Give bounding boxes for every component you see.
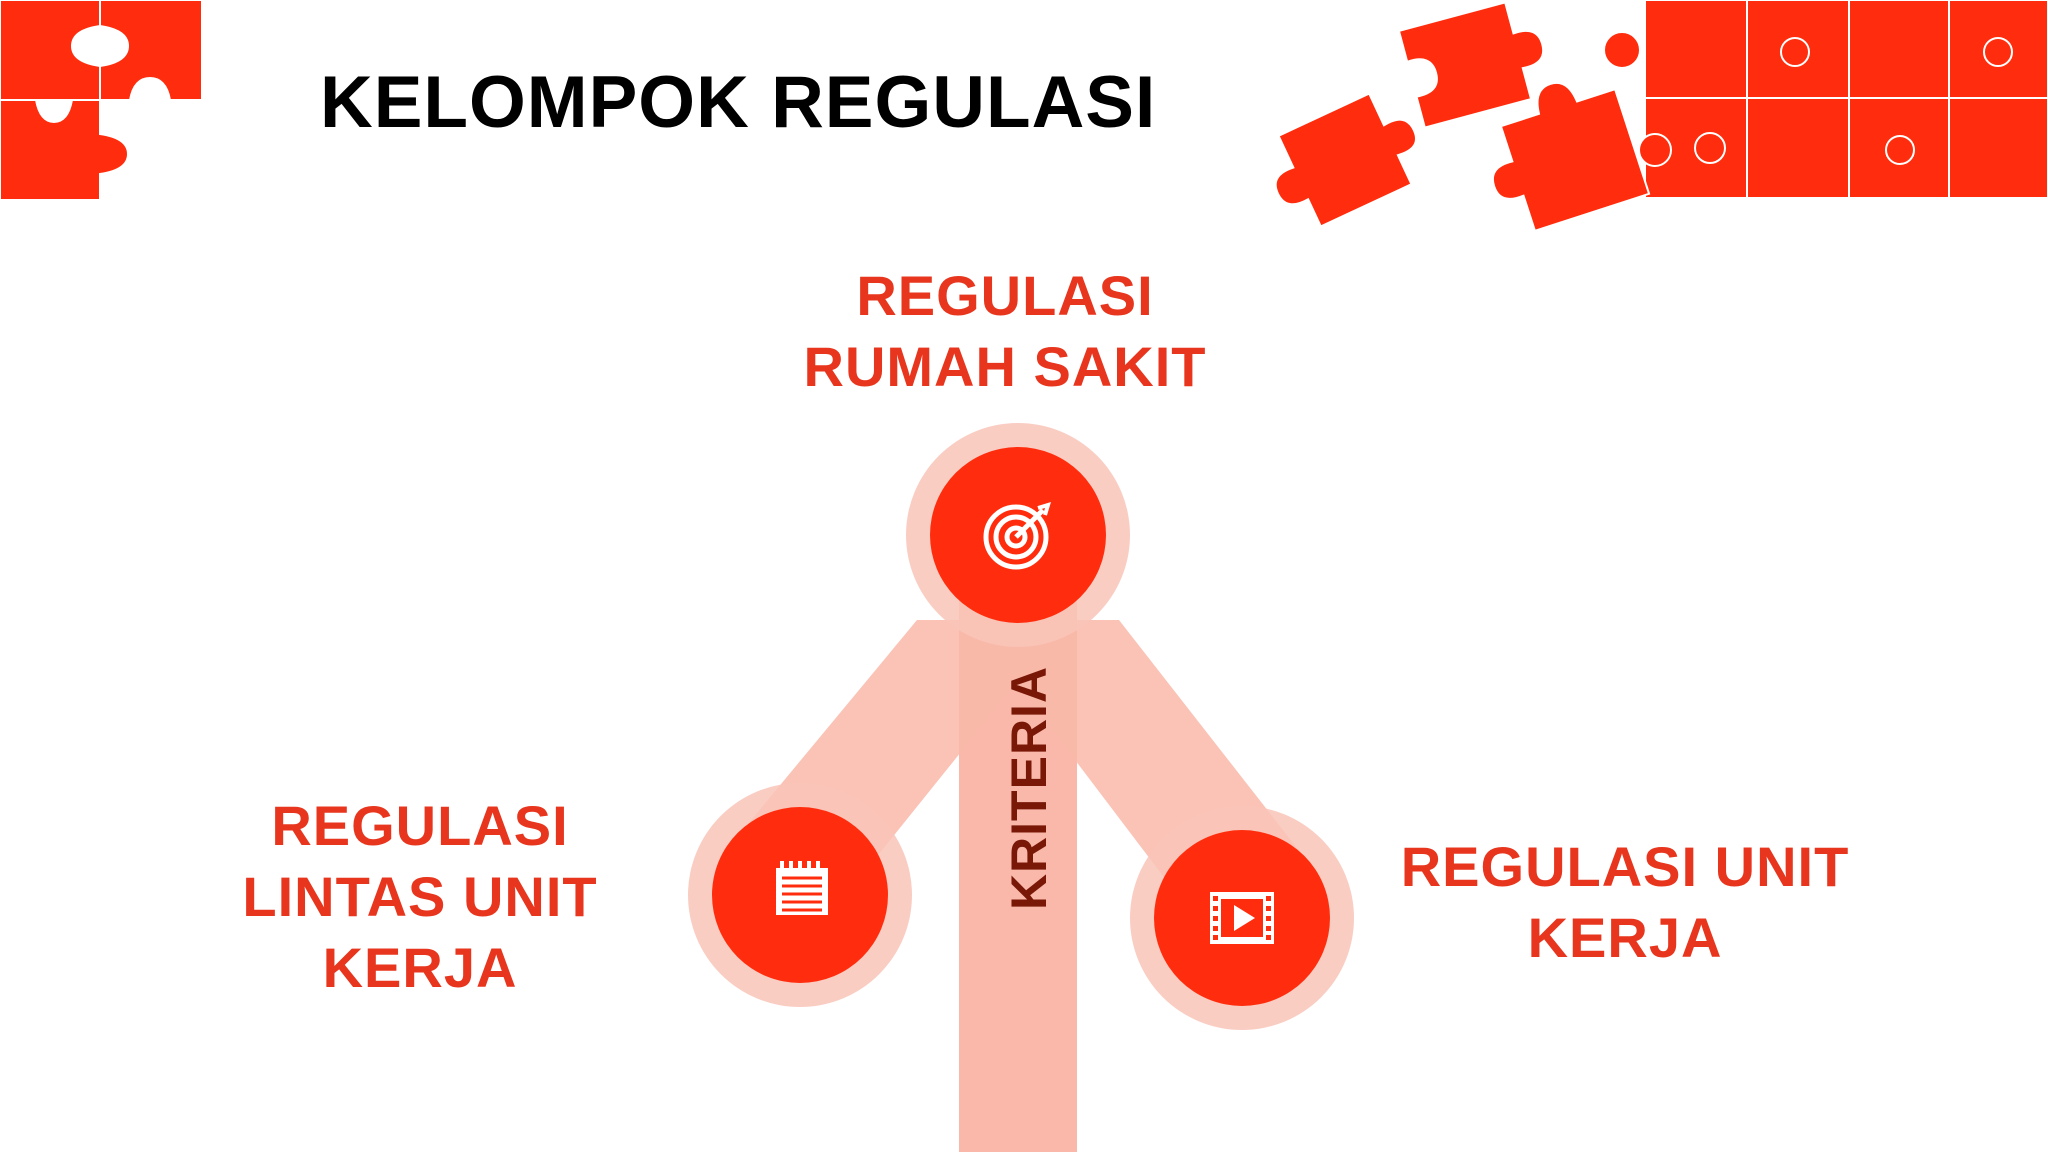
label-line: KERJA xyxy=(1527,906,1723,969)
arrow-label-kriteria: KRITERIA xyxy=(1001,665,1057,911)
label-regulasi-lintas-unit-kerja: REGULASI LINTAS UNIT KERJA xyxy=(180,790,660,1003)
puzzle-piece xyxy=(0,0,101,101)
node-right xyxy=(1130,806,1354,1030)
puzzle-piece xyxy=(1948,97,2048,199)
label-line: RUMAH SAKIT xyxy=(803,335,1207,398)
label-regulasi-rumah-sakit: REGULASI RUMAH SAKIT xyxy=(700,260,1310,402)
puzzle-piece xyxy=(1746,97,1850,199)
puzzle-piece xyxy=(1644,0,1748,99)
puzzle-piece xyxy=(1397,1,1545,129)
target-icon xyxy=(983,502,1051,570)
puzzle-piece xyxy=(1948,0,2048,99)
puzzle-piece xyxy=(1848,0,1950,99)
video-play-icon xyxy=(1210,892,1274,944)
label-line: REGULASI xyxy=(271,794,569,857)
label-line: REGULASI UNIT xyxy=(1400,835,1850,898)
puzzle-piece xyxy=(1491,81,1651,233)
puzzle-piece xyxy=(1274,92,1417,228)
puzzle-piece xyxy=(0,99,130,201)
notepad-icon xyxy=(776,861,828,915)
node-left xyxy=(688,783,912,1007)
puzzle-piece xyxy=(1746,0,1850,99)
puzzle-piece xyxy=(1848,97,1950,199)
slide-title: KELOMPOK REGULASI xyxy=(320,62,1157,143)
label-line: REGULASI xyxy=(856,264,1154,327)
label-line: KERJA xyxy=(322,936,518,999)
label-regulasi-unit-kerja: REGULASI UNIT KERJA xyxy=(1340,831,1910,973)
puzzle-piece xyxy=(99,0,203,101)
node-top xyxy=(906,423,1130,647)
label-line: LINTAS UNIT xyxy=(242,865,598,928)
